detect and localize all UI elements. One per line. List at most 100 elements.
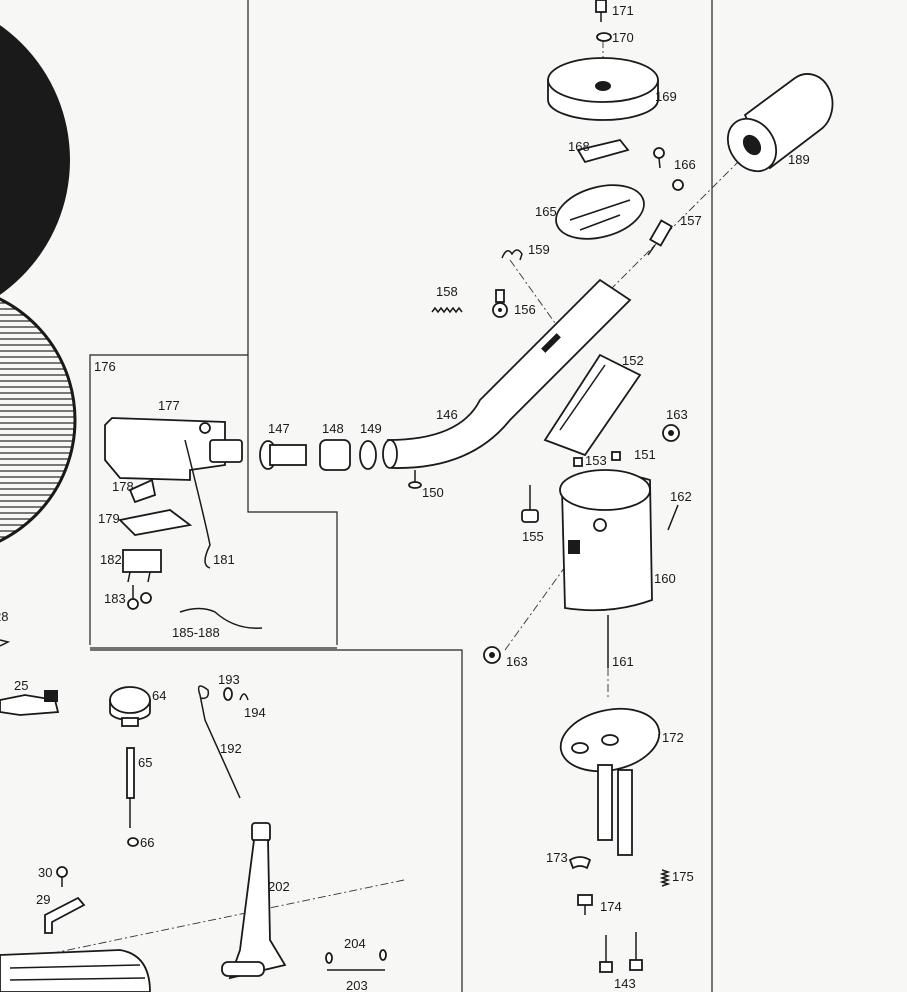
headshell-177 (104, 417, 243, 481)
washer-193 (223, 687, 233, 701)
knob-163b (483, 646, 501, 664)
weight-156 (492, 289, 508, 318)
part-label: 162 (670, 489, 692, 504)
part-label: 163 (506, 654, 528, 669)
part-label: 169 (655, 89, 677, 104)
platter-mat (0, 297, 77, 543)
part-label: 29 (36, 892, 50, 907)
part-label: 174 (600, 899, 622, 914)
part-label: 143 (614, 976, 636, 991)
part-label: 178 (112, 479, 134, 494)
part-label: 149 (360, 421, 382, 436)
part-label: 181 (213, 552, 235, 567)
cartridge-182 (122, 549, 162, 583)
part-label: 153 (585, 453, 607, 468)
part-label: 163 (666, 407, 688, 422)
part-label: 204 (344, 936, 366, 951)
lever-25 (0, 690, 60, 716)
spring-175 (659, 869, 671, 887)
screws-143 (599, 932, 643, 973)
part-label: 147 (268, 421, 290, 436)
part-28 (0, 639, 11, 647)
part-label: 176 (94, 359, 116, 374)
arm-base-160 (559, 469, 653, 612)
lift-lever-202 (221, 822, 287, 980)
part-label: 155 (522, 529, 544, 544)
shaft-65 (126, 747, 135, 828)
turntable-platter (0, 25, 70, 295)
part-label: 193 (218, 672, 240, 687)
part-label: 170 (612, 30, 634, 45)
knob-64 (109, 686, 151, 727)
base-housing (0, 949, 151, 992)
pin-162 (667, 504, 679, 531)
part-label: 179 (98, 511, 120, 526)
screw-30 (56, 866, 68, 887)
part-label: 146 (436, 407, 458, 422)
part-label: 66 (140, 835, 154, 850)
part-label: 160 (654, 571, 676, 586)
screw-174 (577, 894, 593, 915)
part-label: 185-188 (172, 625, 220, 640)
washer-170 (596, 32, 612, 42)
screw-150 (408, 470, 422, 489)
part-label: 151 (634, 447, 656, 462)
counterweight-sleeve-189 (726, 73, 834, 173)
part-label: 183 (104, 591, 126, 606)
part-label: 25 (14, 678, 28, 693)
leads-185-188 (179, 607, 263, 629)
nut-148 (319, 439, 351, 471)
washer-66 (127, 837, 139, 847)
part-label: 182 (100, 552, 122, 567)
part-label: 194 (244, 705, 266, 720)
pin-203-204 (325, 949, 387, 971)
part-label: 28 (0, 609, 8, 624)
part-label: 172 (662, 730, 684, 745)
knob-163 (662, 424, 680, 442)
part-label: 159 (528, 242, 550, 257)
part-label: 148 (322, 421, 344, 436)
part-label: 173 (546, 850, 568, 865)
plate-165 (555, 184, 645, 240)
spring-158 (431, 306, 463, 314)
screw-166 (653, 147, 684, 191)
ring-149 (359, 440, 377, 470)
wire-181 (184, 439, 211, 569)
part-label: 150 (422, 485, 444, 500)
part-label: 192 (220, 741, 242, 756)
spring-clip-159 (501, 249, 523, 261)
plate-178 (128, 478, 157, 504)
clip-173 (568, 856, 592, 870)
part-label: 161 (612, 654, 634, 669)
counterweight-169 (547, 57, 659, 121)
bracket-29 (44, 896, 86, 934)
screws-183 (127, 585, 152, 610)
section-frames (89, 0, 713, 992)
part-label: 171 (612, 3, 634, 18)
part-label: 157 (680, 213, 702, 228)
part-label: 64 (152, 688, 166, 703)
clip-168 (576, 138, 630, 164)
part-label: 202 (268, 879, 290, 894)
part-label: 30 (38, 865, 52, 880)
tonearm-146 (382, 278, 632, 469)
part-label: 175 (672, 869, 694, 884)
part-label: 168 (568, 139, 590, 154)
headshell-bracket-152 (543, 353, 642, 457)
spring-wire-192 (197, 685, 241, 799)
connector-147 (259, 440, 307, 470)
part-label: 203 (346, 978, 368, 992)
part-label: 65 (138, 755, 152, 770)
screw-155 (521, 485, 539, 523)
clip-194 (239, 693, 249, 701)
pin-153 (573, 451, 621, 467)
screw-171 (595, 0, 607, 22)
pivot-157 (647, 219, 673, 256)
part-label: 156 (514, 302, 536, 317)
holder-179 (118, 509, 193, 536)
part-label: 158 (436, 284, 458, 299)
part-label: 189 (788, 152, 810, 167)
part-label: 166 (674, 157, 696, 172)
mount-plate-172 (559, 707, 661, 856)
